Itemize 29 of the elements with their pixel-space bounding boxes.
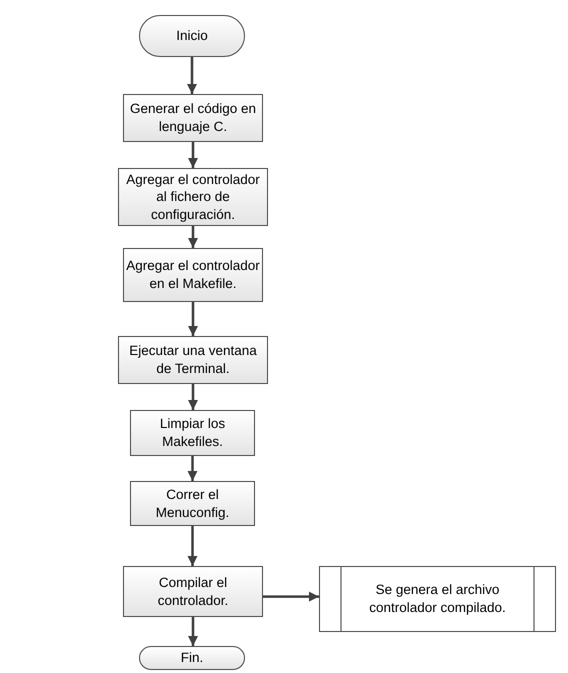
terminal-shape: [139, 15, 245, 57]
arrow: [188, 226, 198, 248]
node-label: Limpiar los Makefiles.: [158, 415, 226, 451]
terminal-shape: [139, 646, 245, 670]
arrow: [188, 142, 198, 168]
node-label: Ejecutar una ventana de Terminal.: [128, 342, 258, 378]
arrow: [188, 302, 198, 336]
arrow: [188, 384, 198, 410]
arrow: [187, 57, 197, 94]
arrow: [263, 592, 319, 602]
arrow: [188, 617, 198, 646]
node-label: Agregar el controlador al fichero de configuración.: [125, 170, 261, 224]
node-label: Agregar el controlador en el Makefile.: [125, 257, 261, 293]
process-box: [123, 566, 263, 617]
node-label: Inicio: [175, 27, 209, 45]
node-label: Se genera el archivo controlador compilado.: [368, 581, 507, 617]
node-label: Generar el código en lenguaje C.: [128, 100, 258, 136]
node-label: Compilar el controlador.: [156, 574, 230, 610]
process-box: [123, 248, 263, 302]
process-box: [130, 481, 255, 526]
process-box: [130, 410, 255, 456]
predefined-process-box: [319, 566, 556, 632]
arrow: [188, 456, 198, 481]
node-label: Fin.: [180, 649, 204, 667]
process-box: [118, 336, 268, 384]
node-label: Correr el Menuconfig.: [154, 486, 230, 522]
arrow: [188, 526, 198, 566]
process-box: [118, 168, 268, 226]
process-box: [123, 94, 263, 142]
